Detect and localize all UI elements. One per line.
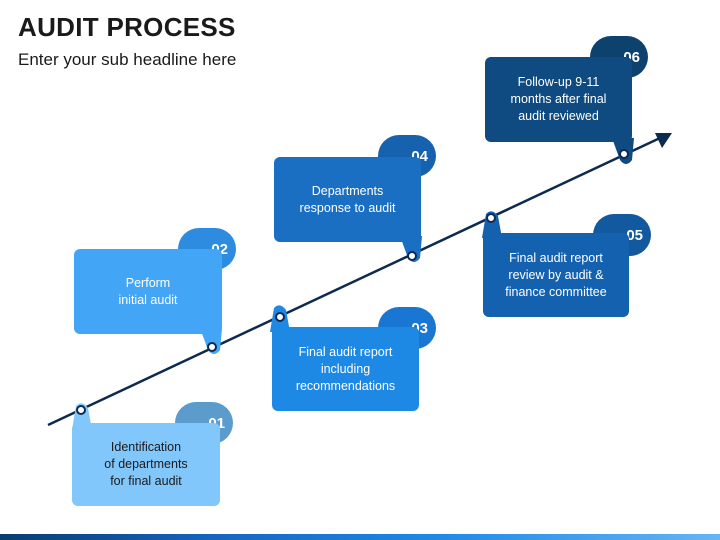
- step-06-text: Follow-up 9-11 months after final audit …: [510, 75, 607, 123]
- timeline-arrowhead: [655, 133, 672, 148]
- step-05-card: Final audit report review by audit & fin…: [483, 233, 629, 317]
- step-02-text: Perform initial audit: [118, 275, 178, 307]
- step-02-marker: [207, 342, 217, 352]
- step-02-card: Perform initial audit: [74, 249, 222, 334]
- page-title: AUDIT PROCESS: [18, 12, 236, 42]
- footer-gradient-bar: [0, 534, 720, 540]
- timeline-line: [47, 136, 661, 427]
- step-04-marker: [407, 251, 417, 261]
- page-subtitle: Enter your sub headline here: [18, 50, 237, 69]
- step-01-marker: [76, 405, 86, 415]
- step-06-card: Follow-up 9-11 months after final audit …: [485, 57, 632, 142]
- step-03-text: Final audit report including recommendat…: [295, 344, 396, 393]
- step-06-marker: [619, 149, 629, 159]
- step-05-text: Final audit report review by audit & fin…: [505, 250, 607, 299]
- step-01-card: Identification of departments for final …: [72, 423, 220, 506]
- step-01-text: Identification of departments for final …: [104, 440, 188, 488]
- step-05-marker: [486, 213, 496, 223]
- step-05-number: 05: [626, 226, 643, 244]
- step-04-card: Departments response to audit: [274, 157, 421, 242]
- step-03-marker: [275, 312, 285, 322]
- step-03-card: Final audit report including recommendat…: [272, 327, 419, 411]
- step-04-text: Departments response to audit: [299, 183, 396, 215]
